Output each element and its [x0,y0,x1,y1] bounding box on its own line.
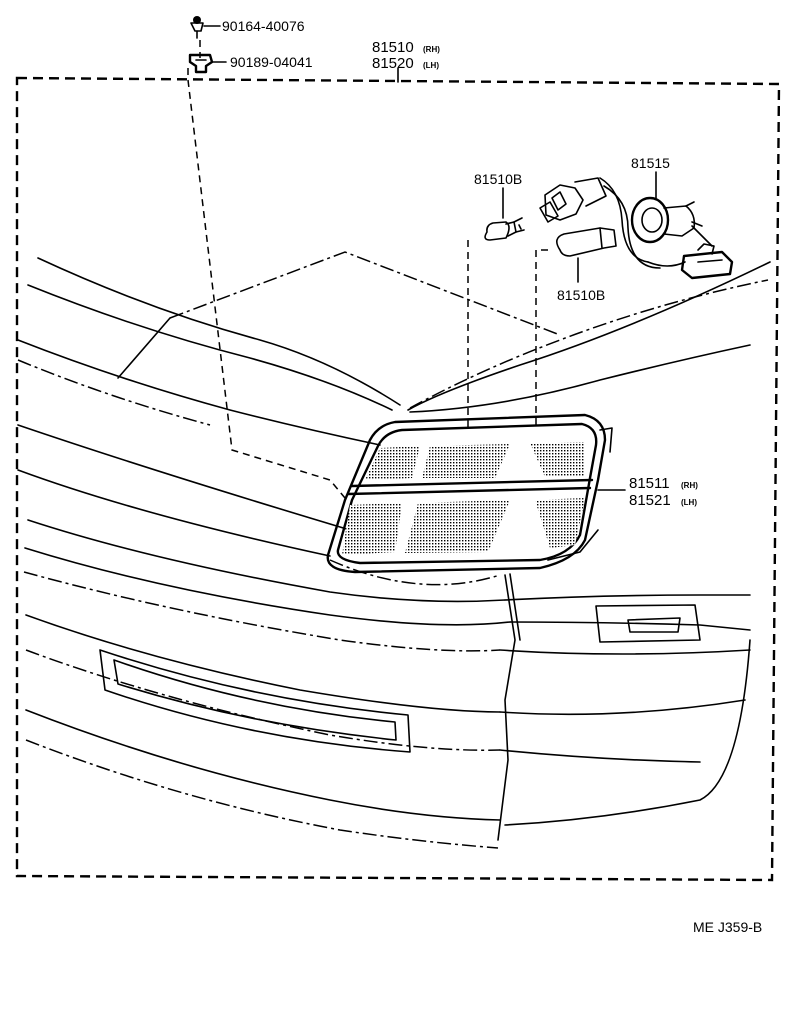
part-number-lamp-lh: 81520 [372,55,414,72]
part-suffix-lens-rh: (RH) [681,481,698,490]
part-number-socket-cord: 81515 [631,155,670,171]
part-suffix-lens-lh: (LH) [681,498,697,507]
large-bulb-icon [556,227,617,257]
leader-lines [203,25,657,491]
part-suffix-lamp-rh: (RH) [423,45,440,54]
socket-cord-icon [539,177,734,280]
part-number-bulb-small: 81510B [474,171,522,187]
corner-lens [326,413,607,574]
assembly-frame [15,67,781,882]
part-number-lamp-rh: 81510 [372,39,414,56]
exploded-view-lines [187,40,548,499]
part-number-lens-rh: 81511 [629,475,670,492]
part-number-screw: 90164-40076 [222,18,305,34]
diagram-reference: ME J359-B [693,919,762,935]
part-number-clip: 90189-04041 [230,54,313,70]
part-suffix-lamp-lh: (LH) [423,61,439,70]
small-bulb-icon [484,217,525,241]
clip-icon [188,53,214,74]
part-number-bulb-large: 81510B [557,287,605,303]
part-number-lens-lh: 81521 [629,492,671,509]
car-body-outline [17,251,771,849]
screw-icon [190,16,204,39]
